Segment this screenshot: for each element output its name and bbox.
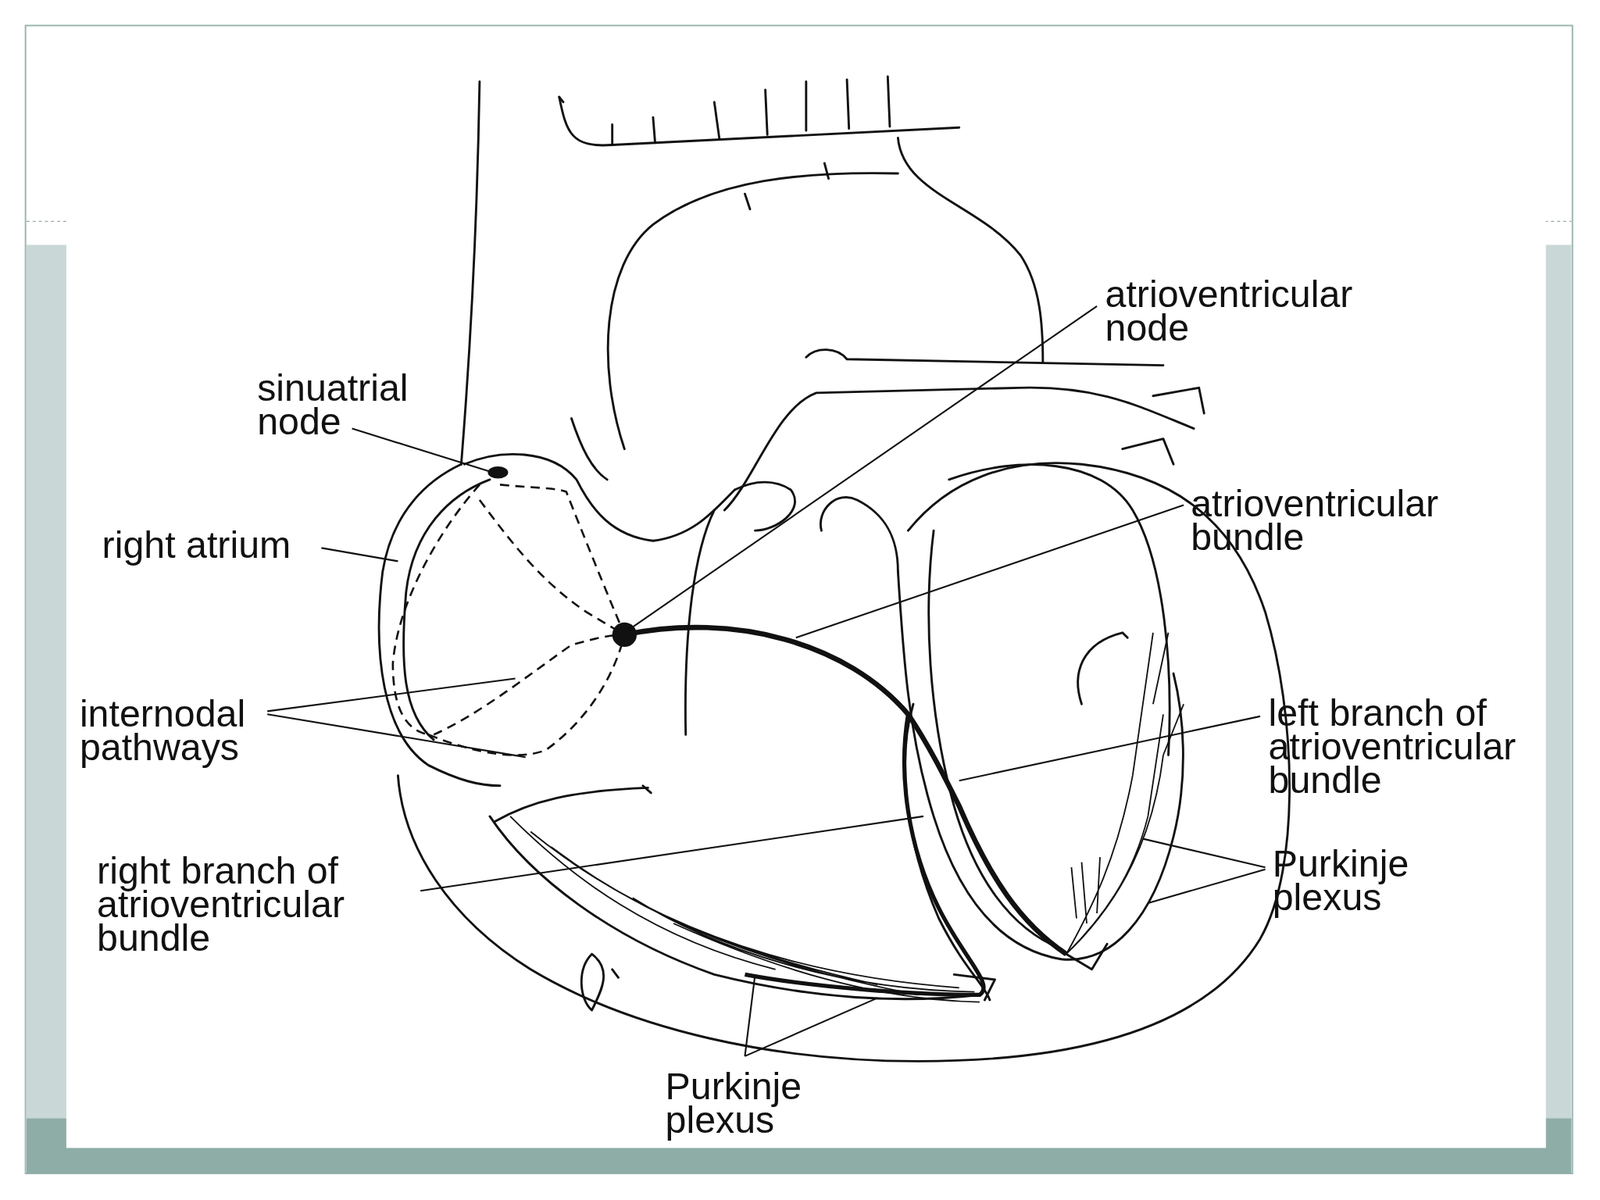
- leader-line: [352, 428, 490, 472]
- leader-line: [796, 505, 1184, 639]
- image-area: [66, 66, 1547, 1148]
- purkinje-fiber: [1066, 632, 1184, 954]
- pulmonary-branches: [1122, 387, 1204, 465]
- leader-line: [267, 678, 515, 712]
- mitral-cusp: [1078, 632, 1128, 704]
- vena-cava: [460, 81, 480, 465]
- part-label: atrioventricular node: [1105, 277, 1372, 345]
- leader-line: [321, 547, 398, 561]
- internodal-path: [500, 484, 625, 635]
- right-branch: [744, 714, 984, 995]
- internodal-path: [479, 500, 625, 635]
- part-label: internodal pathways: [79, 696, 304, 765]
- right-atrium-outer: [378, 464, 500, 786]
- part-label: Purkinje plexus: [1272, 846, 1447, 915]
- leader-line: [1142, 839, 1266, 868]
- heart-outer: [397, 463, 1290, 1062]
- pulmonary-upper: [806, 350, 1164, 366]
- leader-line: [420, 816, 924, 891]
- part-label: atrioventricular bundle: [1190, 486, 1467, 554]
- internodal-pathways: [392, 484, 625, 755]
- leader-line: [744, 997, 878, 1056]
- internodal-path: [428, 634, 625, 755]
- leader-line: [267, 714, 525, 758]
- part-label: right atrium: [102, 528, 409, 563]
- aortic-arch: [559, 96, 960, 146]
- internodal-path: [392, 484, 480, 735]
- purkinje-fiber: [510, 816, 980, 1003]
- septum-right: [928, 530, 1062, 950]
- arch-branches: [612, 76, 890, 146]
- aorta-ticks: [744, 163, 829, 210]
- part-label: sinuatrial node: [257, 371, 441, 439]
- slide-frame: [25, 25, 1573, 1174]
- septum-upper: [685, 510, 715, 735]
- purkinje-fibers: [510, 632, 1184, 1003]
- right-atrium-inner: [403, 479, 490, 740]
- leader-lines: [267, 306, 1265, 1057]
- internodal-path: [433, 634, 625, 735]
- left-branch: [624, 627, 1067, 954]
- valve-cusp: [820, 497, 898, 572]
- part-label: right branch of atrioventricular bundle: [96, 853, 353, 955]
- heart-outline: [378, 76, 1290, 1061]
- aorta-left: [607, 173, 898, 450]
- tricuspid-edge: [494, 787, 648, 822]
- papillary-muscle: [581, 953, 618, 1011]
- left-atrium-wall: [949, 464, 1170, 756]
- leader-line: [744, 974, 755, 1056]
- edge-end: [642, 785, 651, 793]
- valve-cusp: [734, 482, 795, 531]
- sa-node: [487, 466, 508, 479]
- atrial-fold: [571, 418, 608, 480]
- part-label: Purkinje plexus: [665, 1069, 840, 1137]
- part-label: left branch of atrioventricular bundle: [1268, 696, 1540, 797]
- leader-line: [1147, 869, 1265, 904]
- leader-line: [959, 716, 1261, 781]
- arch-end: [559, 96, 564, 103]
- atrial-roof: [464, 453, 735, 541]
- leader-line: [624, 306, 1097, 633]
- conduction-system: [392, 466, 1184, 1003]
- aorta-right: [897, 137, 1043, 362]
